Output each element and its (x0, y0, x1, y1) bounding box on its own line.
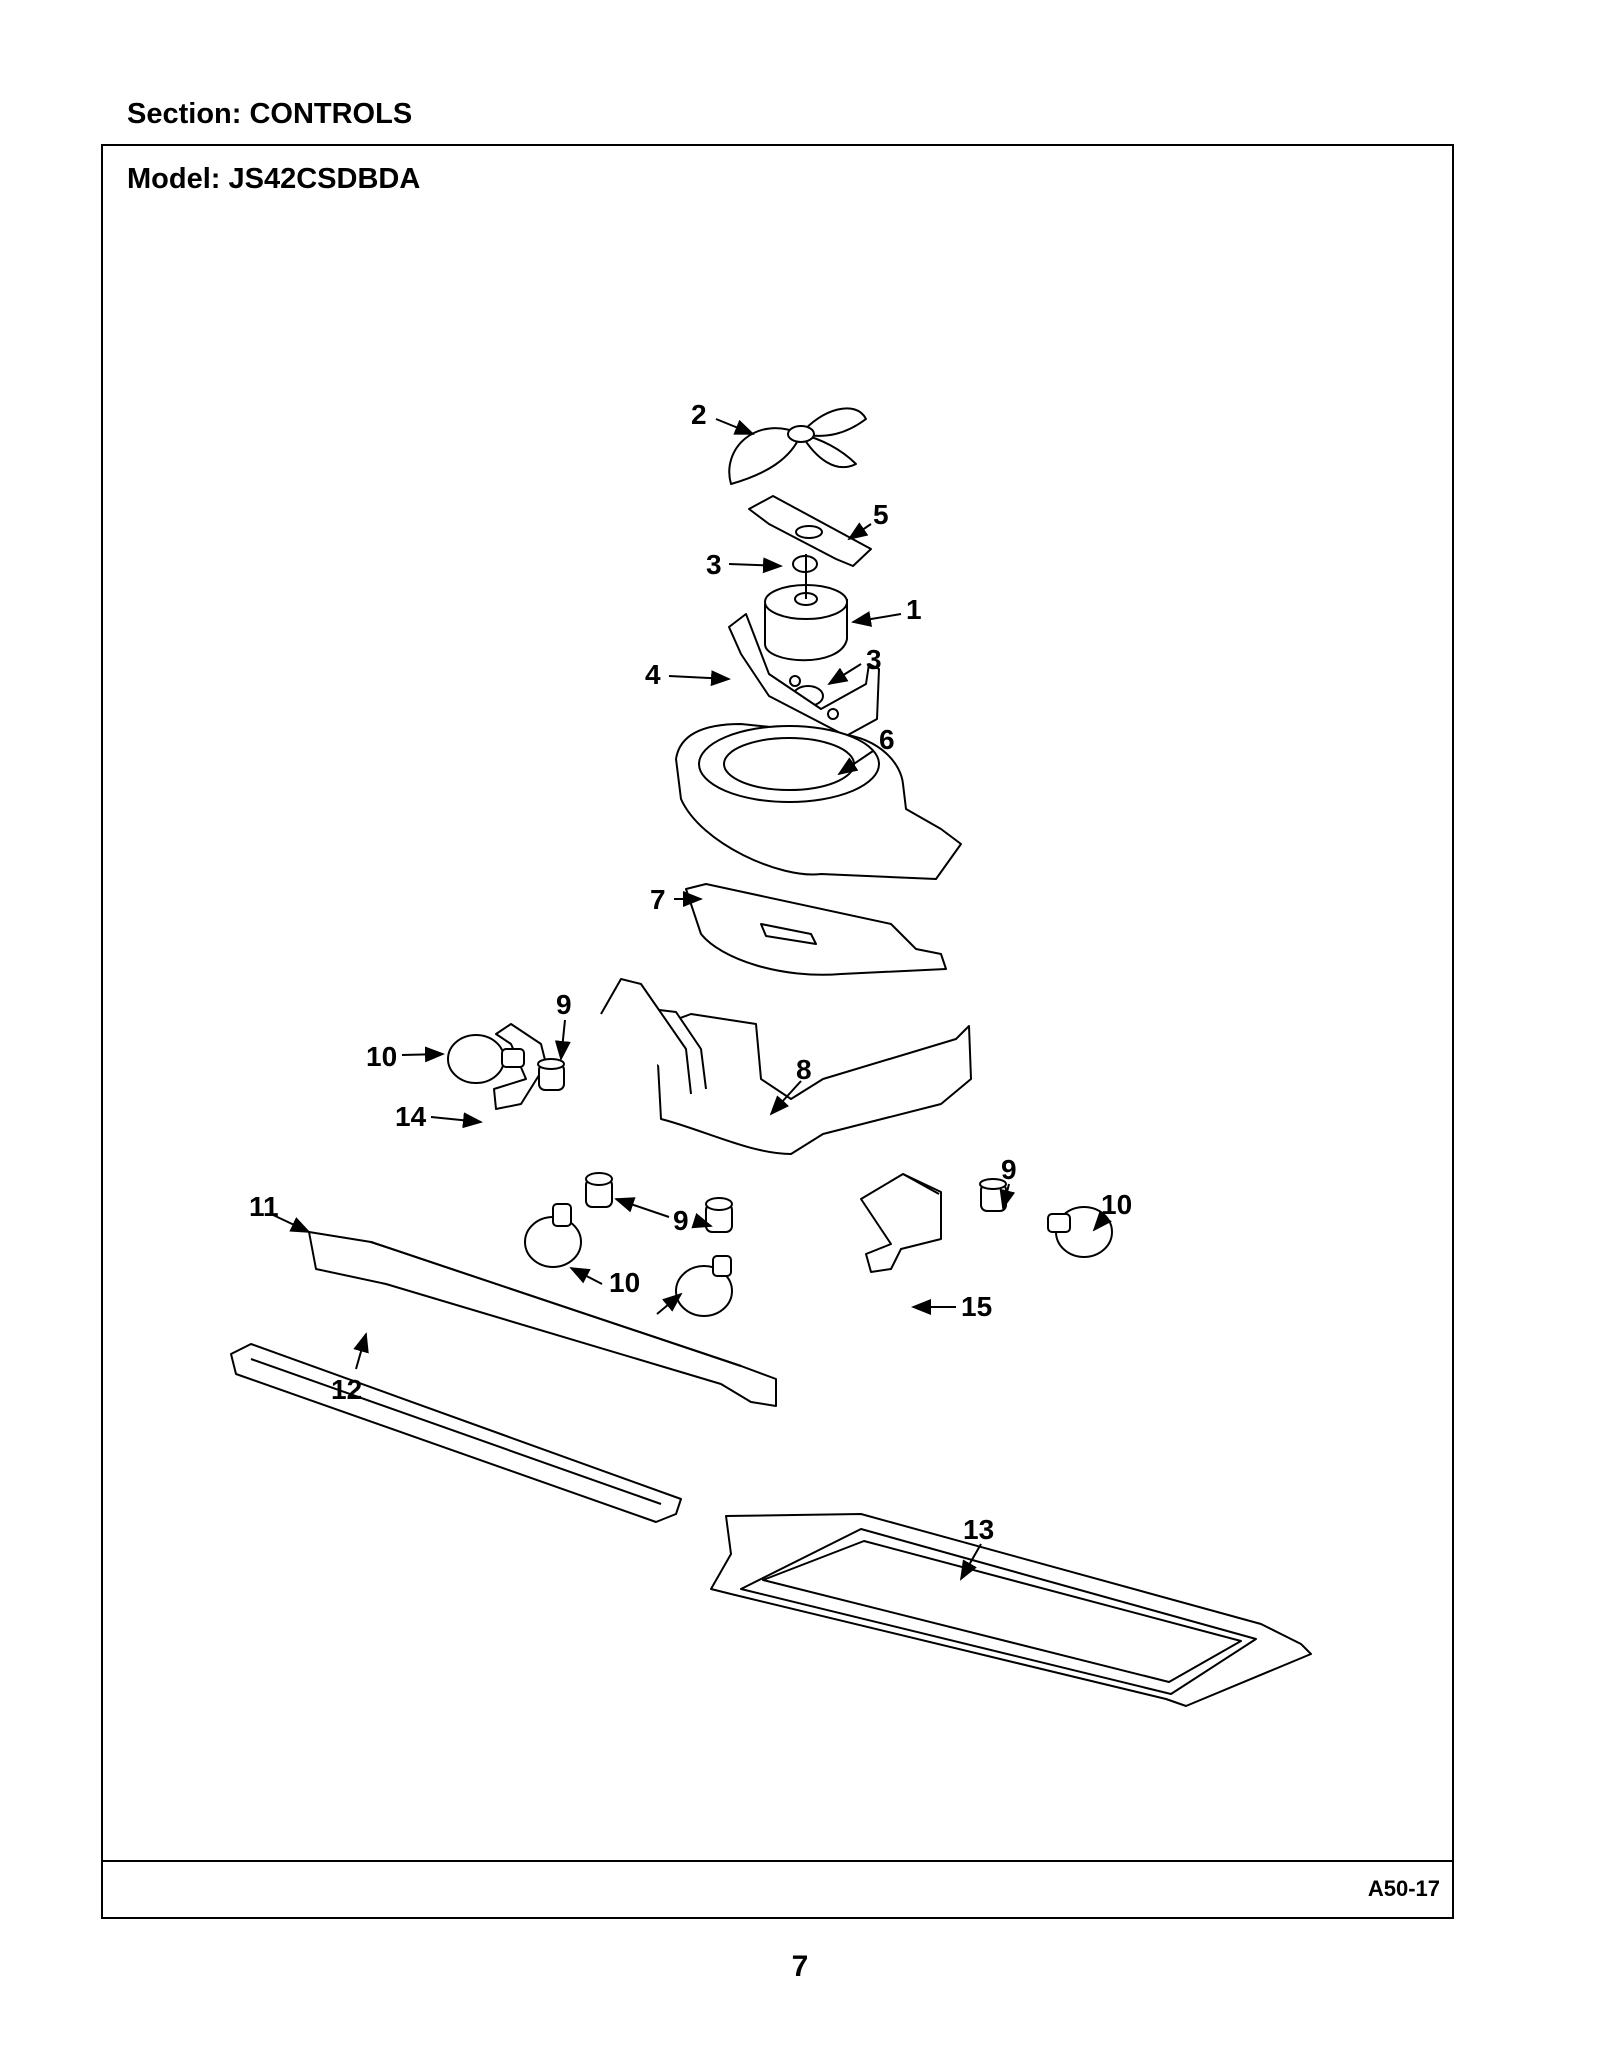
figure-code: A50-17 (1367, 1876, 1440, 1901)
callout-4: 4 (645, 659, 661, 690)
callout-9-right: 9 (1001, 1154, 1017, 1185)
callout-15: 15 (961, 1291, 992, 1322)
motor-mount-part (728, 613, 880, 737)
callout-9-left: 9 (556, 989, 572, 1020)
control-panel-trim-part (230, 1343, 682, 1523)
callout-2: 2 (691, 399, 707, 430)
shelf-frame-part (710, 1513, 1312, 1707)
callout-13: 13 (963, 1514, 994, 1545)
light-bulb-2-part (524, 1203, 582, 1268)
callout-11: 11 (249, 1191, 279, 1222)
fan-housing-part (675, 723, 962, 880)
callout-5: 5 (873, 499, 889, 530)
fan-motor-part (764, 554, 848, 662)
callout-8: 8 (796, 1054, 812, 1085)
motor-bracket-part (748, 495, 872, 567)
lamp-housing-part (600, 978, 972, 1155)
footer-bar: A50-17 (103, 1860, 1452, 1917)
callout-9-center: 9 (673, 1205, 689, 1236)
callout-12: 12 (331, 1374, 362, 1405)
section-title: Section: CONTROLS (127, 98, 413, 130)
callout-arrows (270, 418, 1112, 1581)
callout-1: 1 (906, 594, 922, 625)
lamp-bracket-right-part (860, 1173, 942, 1273)
callout-10-left: 10 (366, 1041, 397, 1072)
fan-blade-part (728, 407, 867, 485)
callout-10-right: 10 (1101, 1189, 1132, 1220)
duct-cover-part (685, 883, 947, 976)
callout-labels: 2 5 3 1 3 4 6 7 9 10 8 14 9 10 11 9 10 1… (249, 399, 1132, 1545)
page-number: 7 (791, 1950, 809, 1983)
light-bulb-3-part (675, 1255, 733, 1317)
lamp-socket-2-part (585, 1172, 613, 1208)
lamp-socket-1-part (537, 1058, 565, 1091)
callout-3-upper: 3 (706, 549, 722, 580)
callout-6: 6 (879, 724, 895, 755)
diagram-frame: Model: JS42CSDBDA A50-17 (101, 144, 1454, 1919)
callout-7: 7 (650, 884, 666, 915)
exploded-parts-diagram: 2 5 3 1 3 4 6 7 9 10 8 14 9 10 11 9 10 1… (230, 399, 1312, 1707)
callout-14: 14 (395, 1101, 427, 1132)
lamp-socket-3-part (705, 1197, 733, 1233)
light-shield-part (308, 1231, 777, 1407)
callout-10-center: 10 (609, 1267, 640, 1298)
model-title: Model: JS42CSDBDA (127, 163, 421, 195)
light-bulb-1-part (447, 1034, 525, 1084)
callout-3-lower: 3 (866, 644, 882, 675)
